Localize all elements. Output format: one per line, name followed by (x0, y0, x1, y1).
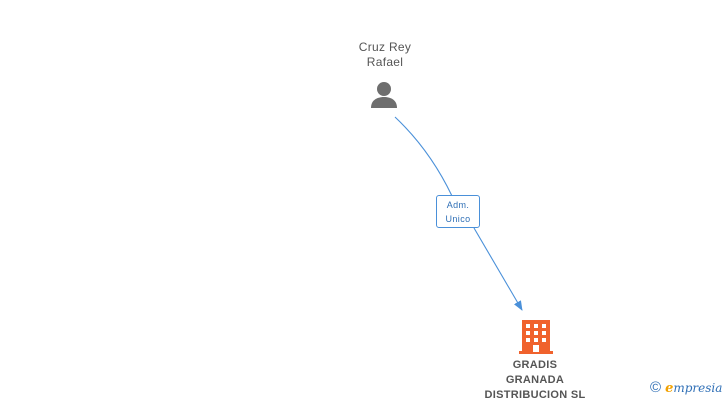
relation-label: Adm. Unico (436, 195, 480, 228)
person-name-line2: Rafael (366, 55, 404, 69)
company-name-line3: DISTRIBUCION SL (484, 389, 586, 401)
person-name-line1: Cruz Rey (358, 40, 412, 54)
person-icon[interactable] (371, 82, 397, 108)
company-name-line2: GRANADA (505, 374, 565, 386)
brand-name: mpresia (673, 381, 723, 395)
relation-label-line1: Adm. (446, 200, 470, 210)
person-name[interactable]: Cruz Rey Rafael (335, 40, 435, 70)
empresia-watermark: ©empresia (650, 379, 722, 399)
relation-edge (394, 116, 522, 310)
company-name-line1: GRADIS (512, 359, 558, 371)
copyright-icon: © (650, 379, 662, 396)
company-name[interactable]: GRADIS GRANADA DISTRIBUCION SL (460, 358, 610, 403)
building-icon[interactable] (519, 320, 553, 354)
relation-label-line2: Unico (445, 214, 471, 224)
brand-initial: e (665, 381, 674, 396)
